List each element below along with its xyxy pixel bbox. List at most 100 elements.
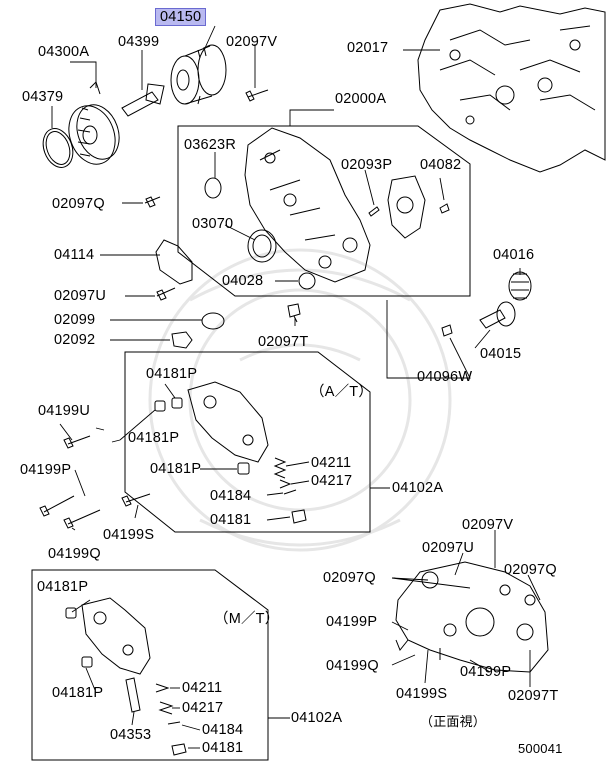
bolt-04399-drawing bbox=[121, 83, 165, 117]
gear-04016-drawing bbox=[508, 271, 532, 301]
part-label-04211-a[interactable]: 04211 bbox=[311, 455, 352, 471]
part-label-04399[interactable]: 04399 bbox=[118, 34, 160, 50]
bolt-02097t-drawing bbox=[287, 303, 301, 323]
plug-04181-a-drawing bbox=[291, 509, 307, 524]
part-label-04184-a[interactable]: 04184 bbox=[210, 488, 252, 504]
plate-04114-drawing bbox=[155, 239, 193, 285]
part-label-04096w[interactable]: 04096W bbox=[417, 369, 473, 385]
part-label-02092[interactable]: 02092 bbox=[54, 332, 96, 348]
plug-04181p-b1-drawing bbox=[65, 607, 77, 619]
part-label-04379[interactable]: 04379 bbox=[22, 89, 64, 105]
leader-lines bbox=[51, 25, 541, 749]
part-label-04102a-a[interactable]: 04102A bbox=[392, 480, 444, 496]
part-label-04199q-b[interactable]: 04199Q bbox=[326, 658, 379, 674]
oring-02099-drawing bbox=[201, 312, 225, 330]
part-label-02097u-b[interactable]: 02097U bbox=[422, 540, 474, 556]
engine-block-drawing bbox=[417, 3, 606, 173]
bolt-02097u-drawing bbox=[156, 287, 176, 301]
gasket-02092-drawing bbox=[171, 331, 193, 349]
part-label-04016[interactable]: 04016 bbox=[493, 247, 535, 263]
part-label-02017[interactable]: 02017 bbox=[347, 40, 389, 56]
part-label-04114[interactable]: 04114 bbox=[54, 247, 95, 263]
part-label-04181p-b2[interactable]: 04181P bbox=[52, 685, 104, 701]
part-label-02093p[interactable]: 02093P bbox=[341, 157, 393, 173]
part-label-04181-b[interactable]: 04181 bbox=[202, 740, 244, 756]
oil-cooler-drawing bbox=[42, 81, 120, 168]
part-label-04217-a[interactable]: 04217 bbox=[311, 473, 353, 489]
pin-02093p-drawing bbox=[368, 206, 380, 217]
oil-pump-case-frame bbox=[177, 125, 471, 297]
part-label-04015[interactable]: 04015 bbox=[480, 346, 522, 362]
bolt-02097v-drawing bbox=[245, 89, 269, 102]
part-label-02099[interactable]: 02099 bbox=[54, 312, 96, 328]
spring-04217-b-drawing bbox=[158, 701, 174, 715]
part-label-04353[interactable]: 04353 bbox=[110, 727, 152, 743]
watermark bbox=[148, 248, 452, 552]
bolt-02097q-drawing bbox=[144, 196, 161, 208]
part-label-02000a[interactable]: 02000A bbox=[335, 91, 387, 107]
part-label-02097t-b[interactable]: 02097T bbox=[508, 688, 559, 704]
shaft-04015-drawing bbox=[479, 301, 516, 329]
plug-04181p-a1-drawing bbox=[171, 397, 183, 409]
part-label-02097q-b[interactable]: 02097Q bbox=[323, 570, 376, 586]
part-label-04211-b[interactable]: 04211 bbox=[182, 680, 223, 696]
part-label-04181p-a1[interactable]: 04181P bbox=[146, 366, 198, 382]
spring-04211-a-drawing bbox=[273, 457, 287, 479]
pin-04184-b-drawing bbox=[167, 721, 181, 725]
diagram-number: 500041 bbox=[518, 741, 563, 756]
part-label-02097v-top[interactable]: 02097V bbox=[226, 34, 278, 50]
at-caption: （A／T） bbox=[310, 384, 374, 400]
part-label-04199p-c[interactable]: 04199P bbox=[460, 664, 512, 680]
part-label-04199u[interactable]: 04199U bbox=[38, 403, 90, 419]
part-label-04181p-a3[interactable]: 04181P bbox=[150, 461, 202, 477]
plug-04181p-a3-drawing bbox=[237, 462, 250, 475]
bolt-04199p-drawing bbox=[39, 495, 75, 517]
plug-04181p-a2-drawing bbox=[154, 400, 166, 412]
valve-04353-drawing bbox=[125, 677, 141, 713]
mt-relief-housing-drawing bbox=[81, 597, 151, 675]
mt-relief-valve-frame bbox=[31, 569, 269, 761]
oring-04028-drawing bbox=[298, 272, 316, 290]
part-label-03623r[interactable]: 03623R bbox=[184, 137, 236, 153]
part-label-04082[interactable]: 04082 bbox=[420, 157, 462, 173]
bolt-04199s-drawing bbox=[121, 493, 151, 507]
part-label-02097q-a[interactable]: 02097Q bbox=[52, 196, 105, 212]
part-label-02097u-a[interactable]: 02097U bbox=[54, 288, 106, 304]
gear-04082-drawing bbox=[387, 175, 426, 239]
spring-04217-a-drawing bbox=[279, 479, 292, 489]
part-label-04199s-a[interactable]: 04199S bbox=[103, 527, 155, 543]
part-label-02097t-a[interactable]: 02097T bbox=[258, 334, 309, 350]
oil-filter-drawing bbox=[170, 44, 227, 105]
part-label-04184-b[interactable]: 04184 bbox=[202, 722, 244, 738]
spring-04211-b-drawing bbox=[155, 683, 170, 693]
part-label-04300a[interactable]: 04300A bbox=[38, 44, 90, 60]
part-label-04199q-a[interactable]: 04199Q bbox=[48, 546, 101, 562]
front-view-assembly-drawing bbox=[395, 561, 549, 673]
part-label-04181p-b1[interactable]: 04181P bbox=[37, 579, 89, 595]
bolt-04096w-drawing bbox=[441, 324, 453, 337]
part-label-04199p-b[interactable]: 04199P bbox=[326, 614, 378, 630]
part-label-04102a-b[interactable]: 04102A bbox=[291, 710, 343, 726]
part-label-02097q-c[interactable]: 02097Q bbox=[504, 562, 557, 578]
oil-pump-case-drawing bbox=[244, 127, 371, 283]
seal-03070-drawing bbox=[247, 229, 277, 263]
pin-04184-a-drawing bbox=[283, 489, 297, 495]
plug-04181p-b2-drawing bbox=[81, 656, 93, 668]
part-label-04181-a[interactable]: 04181 bbox=[210, 512, 252, 528]
bolt-04082-drawing bbox=[439, 203, 450, 214]
part-label-04181p-a2[interactable]: 04181P bbox=[128, 430, 180, 446]
part-label-03070[interactable]: 03070 bbox=[192, 216, 234, 232]
bolt-04199q-drawing bbox=[63, 509, 101, 529]
part-label-04150[interactable]: 04150 bbox=[155, 8, 207, 26]
plug-04181-b-drawing bbox=[171, 743, 187, 756]
part-label-04199p-a[interactable]: 04199P bbox=[20, 462, 72, 478]
part-label-04199s-b[interactable]: 04199S bbox=[396, 686, 448, 702]
part-label-04217-b[interactable]: 04217 bbox=[182, 700, 224, 716]
part-label-04028[interactable]: 04028 bbox=[222, 273, 264, 289]
bolt-04199u-drawing bbox=[63, 435, 91, 449]
part-label-02097v-b[interactable]: 02097V bbox=[462, 517, 514, 533]
at-relief-valve-frame bbox=[124, 351, 371, 533]
front-view-caption: （正面視） bbox=[420, 714, 487, 729]
